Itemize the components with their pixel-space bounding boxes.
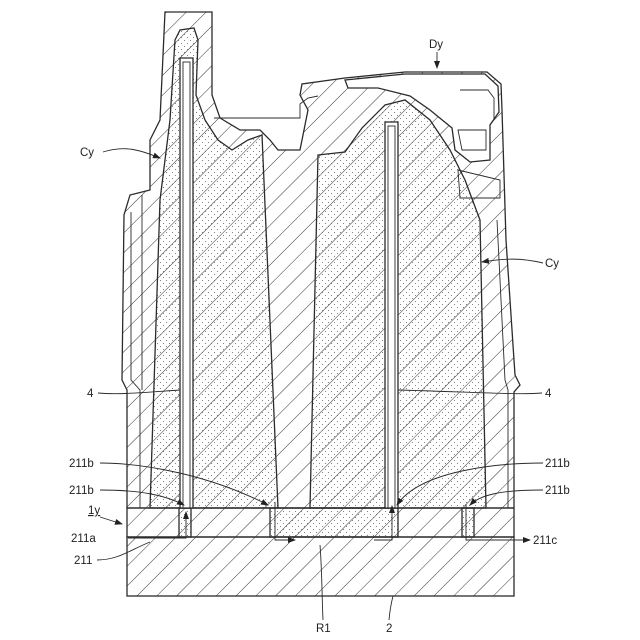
recess-right [462,508,474,537]
recess-left [179,508,191,537]
label-4-left: 4 [87,388,94,400]
label-211b-lower-left: 211b [69,485,94,497]
label-211b-upper-right: 211b [545,458,570,470]
label-2: 2 [386,623,392,635]
label-211c: 211c [533,535,557,547]
label-cy-right: Cy [545,258,559,270]
label-dy: Dy [429,39,443,51]
label-1y: 1y [88,505,100,517]
terminal-right-4 [385,122,398,508]
leader-2 [389,596,393,620]
label-211: 211 [74,555,92,567]
label-4-right: 4 [545,388,552,400]
terminal-left-4 [180,58,193,508]
label-cy-left: Cy [80,147,94,159]
label-211a: 211a [71,533,96,545]
label-211b-upper-left: 211b [69,458,94,470]
leader-1y [100,517,122,524]
label-r1: R1 [316,623,331,635]
recess-r1 [270,508,398,537]
label-211b-lower-right: 211b [545,485,570,497]
